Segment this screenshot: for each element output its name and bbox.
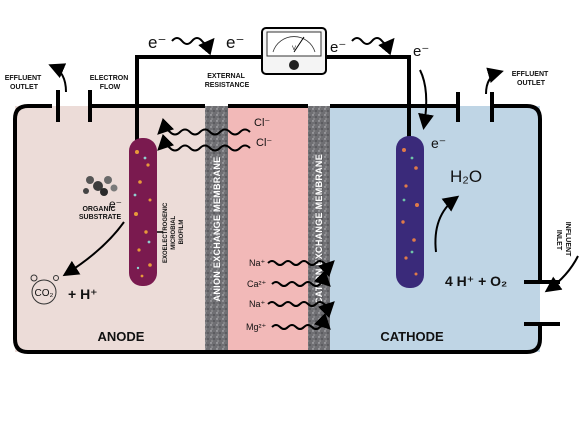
organic-substrate-icon <box>83 176 118 196</box>
electron-top-left: e⁻ <box>148 33 166 52</box>
outlet-left-arrow <box>48 63 67 93</box>
anode-electrode <box>129 138 157 286</box>
ion-flow-3 <box>267 301 335 319</box>
ion-flow-2 <box>271 269 331 287</box>
anode-product-arrow <box>62 221 125 277</box>
ion-flow-1 <box>267 260 335 278</box>
ion-2: Ca²⁺ <box>247 279 267 289</box>
external-resistance: EXTERNAL RESISTANCE <box>205 73 250 89</box>
cation-membrane-label: CATION EXCHANGE MEMBRANE <box>314 154 324 304</box>
effluent-outlet-right: EFFLUENT OUTLET <box>512 71 551 87</box>
anode-label: ANODE <box>98 329 145 344</box>
electron-cathode: e⁻ <box>431 135 446 151</box>
water: H₂O <box>450 167 482 186</box>
cathode-specks-2 <box>402 156 414 254</box>
cation-exchange-membrane <box>308 106 330 352</box>
cell-outline <box>13 104 542 354</box>
organic-substrate: ORGANIC SUBSTRATE <box>79 206 122 221</box>
voltmeter: V <box>261 27 327 75</box>
anode-products: + H⁺ <box>68 286 98 302</box>
chloride-flow-1 <box>157 117 251 136</box>
electron-flow-down-right <box>418 69 434 130</box>
cathode-chamber <box>330 106 540 352</box>
chloride-flow-2 <box>157 133 251 152</box>
electron-top-right1: e⁻ <box>330 39 346 56</box>
influent-inlet: INFLUENT INLET <box>555 222 571 259</box>
biofilm-label: EXOELECTROGENIC MICROBIAL BIOFILM <box>163 201 185 263</box>
electron-flow-label: ELECTRON FLOW <box>90 75 130 91</box>
co2-bubbles-icon <box>30 274 59 305</box>
circuit-wire <box>135 55 411 140</box>
electron-top-right2: e⁻ <box>413 43 429 60</box>
cathode-specks <box>401 148 419 276</box>
chloride-1: Cl⁻ <box>254 117 270 129</box>
anode-biofilm-specks-2 <box>133 156 151 270</box>
electron-flow-top-left <box>171 37 215 56</box>
cathode-electrode <box>396 136 424 288</box>
ion-1: Na⁺ <box>249 258 266 268</box>
chloride-2: Cl⁻ <box>256 137 272 149</box>
outlet-right-arrow <box>485 67 504 95</box>
anion-exchange-membrane <box>205 106 228 352</box>
electron-anode: e⁻ <box>109 197 122 211</box>
electron-flow-top-right <box>351 37 395 56</box>
cathode-water-arrow <box>434 195 460 253</box>
meter-unit: V <box>292 46 296 52</box>
cathode-reaction: 4 H⁺ + O₂ <box>445 273 507 289</box>
ion-3: Na⁺ <box>249 299 266 309</box>
effluent-outlet-left: EFFLUENT OUTLET <box>5 75 44 91</box>
inlet-arrow <box>544 255 579 293</box>
cathode-label: CATHODE <box>380 329 444 344</box>
anion-membrane-label: ANION EXCHANGE MEMBRANE <box>212 157 222 302</box>
ion-4: Mg²⁺ <box>246 322 266 332</box>
anode-biofilm-specks <box>134 150 152 278</box>
ion-flow-4 <box>271 312 331 330</box>
electron-top-mid: e⁻ <box>226 33 244 52</box>
co2: CO₂ <box>35 288 54 299</box>
